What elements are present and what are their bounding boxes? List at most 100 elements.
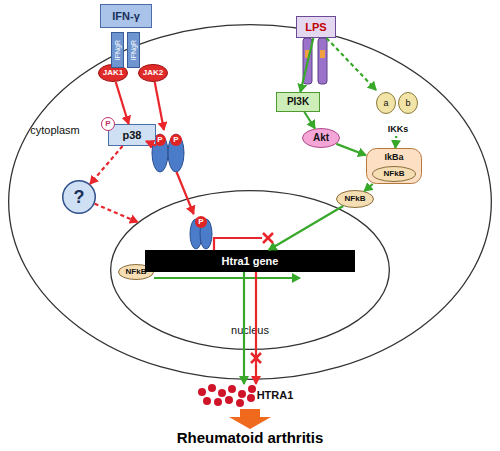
receptor-domain (305, 50, 310, 58)
node-label: IFNgR (130, 40, 137, 60)
node-label: cytoplasm (30, 125, 80, 136)
activation-arrow (154, 277, 300, 279)
node-shape (337, 191, 374, 208)
signal-arrow (146, 141, 156, 145)
node-shape (399, 93, 418, 114)
node-label: LPS (305, 22, 326, 33)
node-label: JAK2 (143, 69, 163, 77)
protein-dot (247, 394, 255, 402)
node-label: NFkB (126, 268, 147, 276)
text-holder: IFNgR (111, 32, 124, 68)
node-shape (102, 118, 115, 131)
factor-oval: NFkB (372, 166, 416, 182)
nucleus-outline: nucleusPNFkBHtra1 gene (110, 190, 390, 350)
node-label: NFkB (384, 170, 405, 178)
protein-dot (203, 397, 211, 405)
receptor-bar: IFNgR (111, 32, 124, 68)
text-holder: IFNgR (127, 32, 140, 68)
node-label: IFNgR (114, 40, 121, 60)
node-label: NFkB (345, 195, 366, 203)
node-label: JAK1 (103, 69, 123, 77)
signal-arrow (326, 38, 376, 90)
cross-stroke (251, 353, 261, 363)
signal-arrow (300, 38, 313, 92)
signal-arrow (177, 172, 194, 214)
node-label: HTRA1 (257, 390, 294, 401)
tlr4-receptor (303, 38, 312, 84)
text-holder: ? (62, 180, 96, 214)
kinase-box: PI3K (276, 92, 320, 112)
stat-dimer: P (188, 214, 214, 250)
text-holder: NFkB (372, 166, 416, 182)
node-label: IkBa (384, 153, 403, 162)
node-shape (9, 25, 492, 380)
text-holder: IFN-γ (100, 4, 152, 28)
subunit-circle: b (398, 92, 418, 114)
receptor-domain (320, 50, 325, 58)
node-shape (111, 191, 390, 350)
protein-dot (236, 399, 244, 407)
text-holder: NFkB (336, 190, 374, 208)
kinase-complex: IKKsab (372, 90, 424, 136)
node-label: P (157, 136, 162, 144)
signal-arrow (155, 82, 164, 130)
ligand-box: IFN-γ (100, 4, 152, 28)
phospho-circle: P (101, 117, 115, 131)
signal-arrow (255, 272, 257, 384)
node-shape (377, 93, 396, 114)
signal-arrow (304, 112, 315, 129)
subunit-circle: a (376, 92, 396, 114)
factor-oval: NFkB (336, 190, 374, 208)
node-label: b (405, 99, 410, 108)
text-holder: b (398, 92, 418, 114)
signal-arrow (269, 206, 343, 250)
text-holder: JAK2 (138, 64, 168, 82)
receptor-bar: IFNgR (127, 32, 140, 68)
node-label: PI3K (287, 97, 309, 107)
phospho-dot (195, 216, 207, 228)
node-shape (303, 129, 340, 148)
repression-line (214, 238, 262, 250)
cell-outline: cytoplasmJAK1JAK2p38PPP?PI3KAktIKKsabIkB… (8, 24, 492, 380)
tlr4-receptor (318, 38, 327, 84)
text-holder: PI3K (276, 92, 320, 112)
node-shape (63, 181, 96, 214)
kinase-oval: Akt (302, 128, 340, 148)
protein-dots (198, 384, 256, 407)
text-holder: p38 (108, 124, 156, 146)
unknown-factor: ? (62, 180, 96, 214)
protein-dot (225, 396, 233, 404)
node-shape (297, 17, 336, 38)
signal-arrow (364, 184, 372, 191)
block-cross (263, 233, 273, 243)
node-label: IFN-γ (112, 11, 140, 22)
signal-arrow (336, 144, 366, 155)
node-shape (101, 5, 152, 28)
node-shape (112, 33, 124, 68)
node-label: P (173, 136, 178, 144)
inhibitor-complex: IkBaNFkB (366, 148, 422, 184)
node-shape (373, 167, 416, 182)
text-holder: Htra1 gene (145, 250, 355, 272)
stat-monomer (168, 134, 184, 172)
ligand-box: LPS (296, 16, 336, 38)
node-shape (128, 33, 140, 68)
protein-dot (214, 398, 222, 406)
node-label: nucleus (231, 325, 269, 336)
outcome-label: Rheumatoid arthritis (0, 430, 500, 447)
protein-dot (198, 388, 206, 396)
cross-stroke (263, 233, 273, 243)
node-shape (139, 65, 168, 82)
node-label: ? (74, 188, 85, 206)
node-shape (277, 93, 320, 112)
node-label: p38 (123, 130, 142, 141)
text-holder: Akt (302, 128, 340, 148)
protein-dot (248, 385, 256, 393)
node-label: Akt (313, 133, 329, 143)
stat-dimer: PP (146, 130, 190, 172)
node-shape (367, 149, 422, 184)
signal-arrow (95, 204, 138, 222)
node-shape (109, 125, 156, 146)
